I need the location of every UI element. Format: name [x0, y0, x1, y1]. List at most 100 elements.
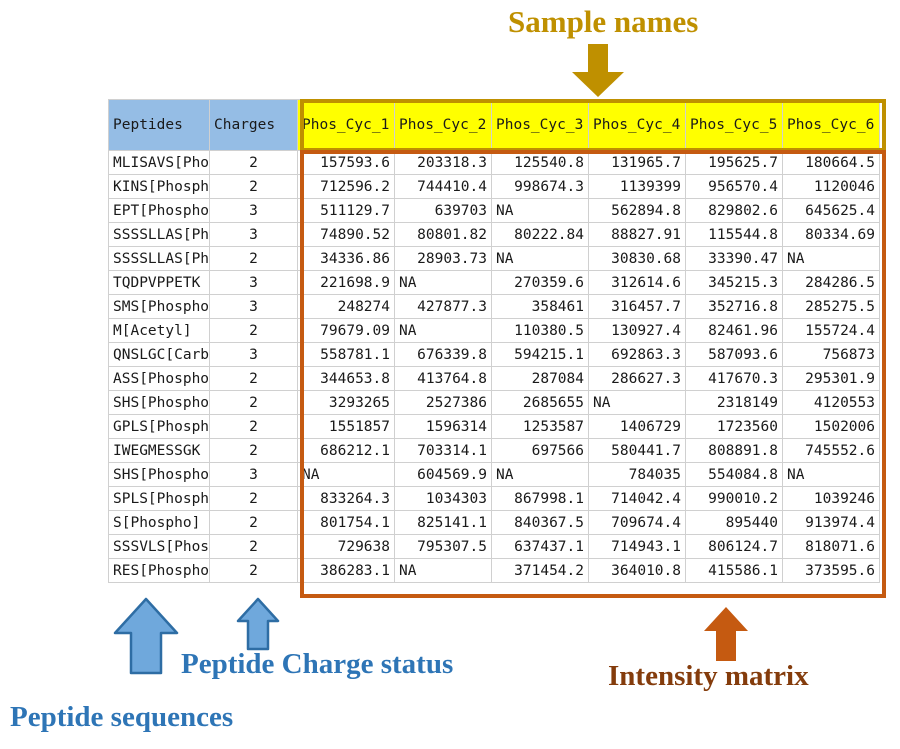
- cell-intensity[interactable]: 806124.7: [685, 534, 783, 559]
- cell-charge[interactable]: 2: [209, 438, 298, 463]
- cell-intensity[interactable]: 270359.6: [491, 270, 589, 295]
- cell-intensity[interactable]: 1253587: [491, 414, 589, 439]
- cell-intensity[interactable]: 33390.47: [685, 246, 783, 271]
- cell-intensity[interactable]: 364010.8: [588, 558, 686, 583]
- cell-intensity[interactable]: 1406729: [588, 414, 686, 439]
- cell-charge[interactable]: 3: [209, 462, 298, 487]
- cell-intensity[interactable]: 703314.1: [394, 438, 492, 463]
- cell-peptide-sequence[interactable]: SHS[Phospho]: [108, 390, 210, 415]
- cell-peptide-sequence[interactable]: MLISAVS[Phospho]: [108, 150, 210, 175]
- cell-intensity[interactable]: 80222.84: [491, 222, 589, 247]
- cell-peptide-sequence[interactable]: SHS[Phospho]: [108, 462, 210, 487]
- cell-intensity-na[interactable]: NA: [782, 246, 880, 271]
- cell-intensity[interactable]: 818071.6: [782, 534, 880, 559]
- cell-intensity[interactable]: 203318.3: [394, 150, 492, 175]
- cell-intensity[interactable]: 155724.4: [782, 318, 880, 343]
- cell-intensity-na[interactable]: NA: [491, 198, 589, 223]
- cell-charge[interactable]: 2: [209, 486, 298, 511]
- cell-intensity[interactable]: 709674.4: [588, 510, 686, 535]
- cell-intensity[interactable]: 345215.3: [685, 270, 783, 295]
- cell-intensity[interactable]: 712596.2: [297, 174, 395, 199]
- cell-intensity[interactable]: 373595.6: [782, 558, 880, 583]
- column-header-phos-cyc-4[interactable]: Phos_Cyc_4: [588, 99, 686, 151]
- cell-intensity[interactable]: 833264.3: [297, 486, 395, 511]
- cell-intensity[interactable]: 80801.82: [394, 222, 492, 247]
- cell-peptide-sequence[interactable]: ASS[Phospho]: [108, 366, 210, 391]
- cell-intensity[interactable]: 221698.9: [297, 270, 395, 295]
- cell-intensity[interactable]: 825141.1: [394, 510, 492, 535]
- cell-intensity[interactable]: 692863.3: [588, 342, 686, 367]
- cell-intensity[interactable]: 287084: [491, 366, 589, 391]
- cell-intensity[interactable]: 784035: [588, 462, 686, 487]
- cell-intensity[interactable]: 1723560: [685, 414, 783, 439]
- cell-intensity[interactable]: 74890.52: [297, 222, 395, 247]
- column-header-charges[interactable]: Charges: [209, 99, 298, 151]
- cell-intensity[interactable]: 697566: [491, 438, 589, 463]
- cell-peptide-sequence[interactable]: TQDPVPPETK: [108, 270, 210, 295]
- column-header-peptides[interactable]: Peptides: [108, 99, 210, 151]
- cell-intensity-na[interactable]: NA: [394, 318, 492, 343]
- cell-intensity-na[interactable]: NA: [297, 462, 395, 487]
- cell-intensity[interactable]: 82461.96: [685, 318, 783, 343]
- cell-intensity[interactable]: 587093.6: [685, 342, 783, 367]
- cell-intensity[interactable]: 1596314: [394, 414, 492, 439]
- cell-intensity[interactable]: 637437.1: [491, 534, 589, 559]
- cell-intensity[interactable]: 180664.5: [782, 150, 880, 175]
- cell-intensity[interactable]: 511129.7: [297, 198, 395, 223]
- cell-intensity[interactable]: 1039246: [782, 486, 880, 511]
- cell-intensity-na[interactable]: NA: [491, 246, 589, 271]
- cell-intensity[interactable]: 895440: [685, 510, 783, 535]
- cell-intensity[interactable]: 80334.69: [782, 222, 880, 247]
- cell-intensity[interactable]: 729638: [297, 534, 395, 559]
- cell-intensity[interactable]: 801754.1: [297, 510, 395, 535]
- cell-intensity-na[interactable]: NA: [394, 558, 492, 583]
- cell-peptide-sequence[interactable]: GPLS[Phospho]: [108, 414, 210, 439]
- cell-intensity[interactable]: 34336.86: [297, 246, 395, 271]
- cell-intensity[interactable]: 79679.09: [297, 318, 395, 343]
- cell-intensity[interactable]: 745552.6: [782, 438, 880, 463]
- cell-peptide-sequence[interactable]: SSSVLS[Phospho]: [108, 534, 210, 559]
- cell-intensity[interactable]: 562894.8: [588, 198, 686, 223]
- cell-charge[interactable]: 2: [209, 414, 298, 439]
- cell-intensity[interactable]: 286627.3: [588, 366, 686, 391]
- cell-charge[interactable]: 3: [209, 198, 298, 223]
- column-header-phos-cyc-1[interactable]: Phos_Cyc_1: [297, 99, 395, 151]
- cell-charge[interactable]: 3: [209, 222, 298, 247]
- cell-intensity[interactable]: 285275.5: [782, 294, 880, 319]
- cell-charge[interactable]: 2: [209, 150, 298, 175]
- cell-intensity[interactable]: 1551857: [297, 414, 395, 439]
- cell-intensity[interactable]: 157593.6: [297, 150, 395, 175]
- cell-intensity[interactable]: 4120553: [782, 390, 880, 415]
- cell-intensity[interactable]: 3293265: [297, 390, 395, 415]
- cell-intensity[interactable]: 295301.9: [782, 366, 880, 391]
- cell-intensity[interactable]: 714943.1: [588, 534, 686, 559]
- cell-intensity[interactable]: 417670.3: [685, 366, 783, 391]
- cell-intensity[interactable]: 676339.8: [394, 342, 492, 367]
- cell-peptide-sequence[interactable]: S[Phospho]: [108, 510, 210, 535]
- cell-intensity[interactable]: 913974.4: [782, 510, 880, 535]
- cell-peptide-sequence[interactable]: SSSSLLAS[Phospho]: [108, 222, 210, 247]
- cell-intensity[interactable]: 312614.6: [588, 270, 686, 295]
- cell-intensity-na[interactable]: NA: [394, 270, 492, 295]
- cell-intensity[interactable]: 352716.8: [685, 294, 783, 319]
- cell-intensity[interactable]: 744410.4: [394, 174, 492, 199]
- cell-intensity[interactable]: 594215.1: [491, 342, 589, 367]
- cell-charge[interactable]: 3: [209, 294, 298, 319]
- cell-intensity-na[interactable]: NA: [782, 462, 880, 487]
- cell-intensity[interactable]: 2685655: [491, 390, 589, 415]
- cell-intensity[interactable]: 1034303: [394, 486, 492, 511]
- cell-charge[interactable]: 3: [209, 342, 298, 367]
- cell-peptide-sequence[interactable]: SMS[Phospho]: [108, 294, 210, 319]
- cell-intensity[interactable]: 28903.73: [394, 246, 492, 271]
- cell-intensity[interactable]: 195625.7: [685, 150, 783, 175]
- cell-intensity[interactable]: 115544.8: [685, 222, 783, 247]
- cell-intensity[interactable]: 125540.8: [491, 150, 589, 175]
- cell-intensity[interactable]: 1139399: [588, 174, 686, 199]
- column-header-phos-cyc-6[interactable]: Phos_Cyc_6: [782, 99, 880, 151]
- cell-charge[interactable]: 2: [209, 246, 298, 271]
- cell-intensity[interactable]: 386283.1: [297, 558, 395, 583]
- cell-intensity[interactable]: 867998.1: [491, 486, 589, 511]
- cell-intensity[interactable]: 30830.68: [588, 246, 686, 271]
- cell-peptide-sequence[interactable]: RES[Phospho]: [108, 558, 210, 583]
- cell-charge[interactable]: 2: [209, 558, 298, 583]
